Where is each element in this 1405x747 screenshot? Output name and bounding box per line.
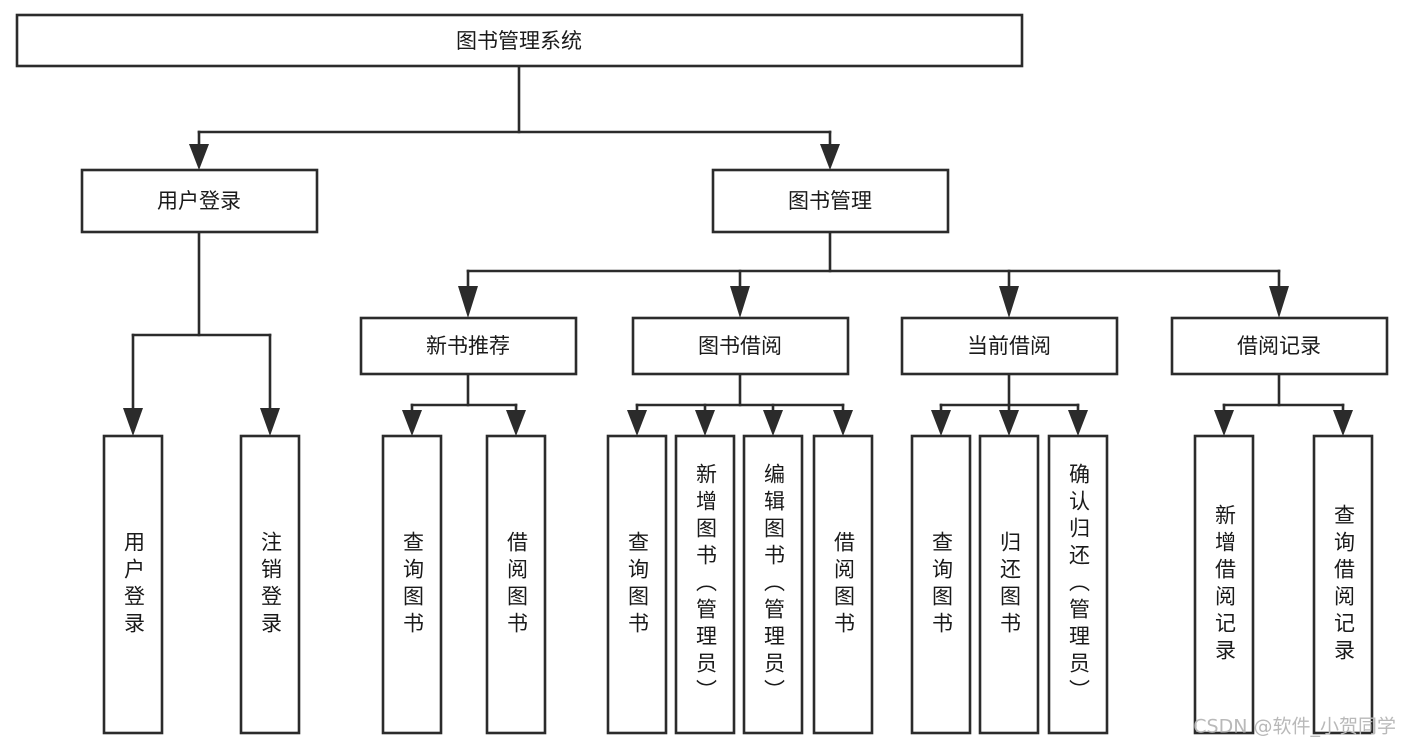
node-book-borrow-box[interactable] <box>631 316 850 376</box>
arrow-head-leaf-query-record <box>1333 410 1353 436</box>
node-leaf-borrow-book-b-box[interactable] <box>812 434 874 735</box>
arrow-head-current-borrow <box>999 286 1019 318</box>
node-borrow-record-box[interactable] <box>1170 316 1389 376</box>
arrow-head-leaf-add-book <box>695 410 715 436</box>
node-user-login-label: 用户登录 <box>157 189 241 213</box>
arrow-head-leaf-confirm-return <box>1068 410 1088 436</box>
node-book-manage-box[interactable] <box>711 168 950 234</box>
node-leaf-logout[interactable] <box>239 434 301 735</box>
arrow-head-book-borrow <box>730 286 750 318</box>
node-user-login[interactable]: 用户登录 <box>80 168 319 234</box>
node-leaf-borrow-book-a[interactable] <box>485 434 547 735</box>
node-new-book-rec-label: 新书推荐 <box>426 334 510 358</box>
node-leaf-confirm-return-box[interactable] <box>1047 434 1109 735</box>
node-book-manage[interactable]: 图书管理 <box>711 168 950 234</box>
node-leaf-logout-box[interactable] <box>239 434 301 735</box>
node-leaf-user-login-box[interactable] <box>102 434 164 735</box>
connector-group-current-borrow <box>931 372 1088 436</box>
arrow-head-new-book-rec <box>458 286 478 318</box>
node-leaf-query-book-c-box[interactable] <box>910 434 972 735</box>
connector-group-new-book-rec <box>402 372 526 436</box>
node-current-borrow-label: 当前借阅 <box>967 334 1051 358</box>
arrow-head-leaf-query-book-a <box>402 410 422 436</box>
node-current-borrow[interactable]: 当前借阅 <box>900 316 1119 376</box>
node-leaf-add-book-box[interactable] <box>674 434 736 735</box>
node-leaf-borrow-book-b[interactable] <box>812 434 874 735</box>
node-leaf-borrow-book-a-box[interactable] <box>485 434 547 735</box>
connector-group-borrow-record <box>1214 372 1353 436</box>
node-leaf-query-record[interactable] <box>1312 434 1374 735</box>
node-new-book-rec[interactable]: 新书推荐 <box>359 316 578 376</box>
arrow-head-user-login <box>189 144 209 170</box>
node-book-borrow-label: 图书借阅 <box>698 334 782 358</box>
arrow-head-leaf-query-book-c <box>931 410 951 436</box>
node-root-box[interactable] <box>15 13 1024 68</box>
node-book-manage-label: 图书管理 <box>788 189 872 213</box>
arrow-head-book-manage <box>820 144 840 170</box>
node-borrow-record-label: 借阅记录 <box>1237 334 1321 358</box>
arrow-head-leaf-add-record <box>1214 410 1234 436</box>
node-leaf-add-record-box[interactable] <box>1193 434 1255 735</box>
node-leaf-query-book-b-box[interactable] <box>606 434 668 735</box>
node-leaf-edit-book[interactable] <box>742 434 804 735</box>
node-leaf-query-record-box[interactable] <box>1312 434 1374 735</box>
connector-group-book-borrow <box>627 372 853 436</box>
connector-group-book-manage <box>458 230 1289 318</box>
node-leaf-edit-book-box[interactable] <box>742 434 804 735</box>
node-leaf-user-login[interactable] <box>102 434 164 735</box>
arrow-head-leaf-return-book <box>999 410 1019 436</box>
arrow-head-leaf-edit-book <box>763 410 783 436</box>
node-leaf-query-book-b[interactable] <box>606 434 668 735</box>
connector-group-user-login <box>123 230 280 436</box>
arrow-head-leaf-borrow-book-b <box>833 410 853 436</box>
node-root[interactable]: 图书管理系统 <box>15 13 1024 68</box>
node-borrow-record[interactable]: 借阅记录 <box>1170 316 1389 376</box>
node-leaf-add-book[interactable] <box>674 434 736 735</box>
node-leaf-query-book-a-box[interactable] <box>381 434 443 735</box>
arrow-head-leaf-user-login <box>123 408 143 436</box>
arrow-head-leaf-query-book-b <box>627 410 647 436</box>
node-user-login-box[interactable] <box>80 168 319 234</box>
arrow-head-borrow-record <box>1269 286 1289 318</box>
csdn-watermark: CSDN @软件_小贺同学 <box>1193 716 1396 738</box>
node-leaf-query-book-c[interactable] <box>910 434 972 735</box>
connector-group-root <box>189 64 840 170</box>
node-leaf-return-book-box[interactable] <box>978 434 1040 735</box>
node-leaf-add-record[interactable] <box>1193 434 1255 735</box>
node-book-borrow[interactable]: 图书借阅 <box>631 316 850 376</box>
node-leaf-confirm-return[interactable] <box>1047 434 1109 735</box>
node-root-label: 图书管理系统 <box>456 29 582 53</box>
arrow-head-leaf-logout <box>260 408 280 436</box>
node-leaf-query-book-a[interactable] <box>381 434 443 735</box>
node-current-borrow-box[interactable] <box>900 316 1119 376</box>
arrow-head-leaf-borrow-book-a <box>506 410 526 436</box>
node-leaf-return-book[interactable] <box>978 434 1040 735</box>
node-new-book-rec-box[interactable] <box>359 316 578 376</box>
